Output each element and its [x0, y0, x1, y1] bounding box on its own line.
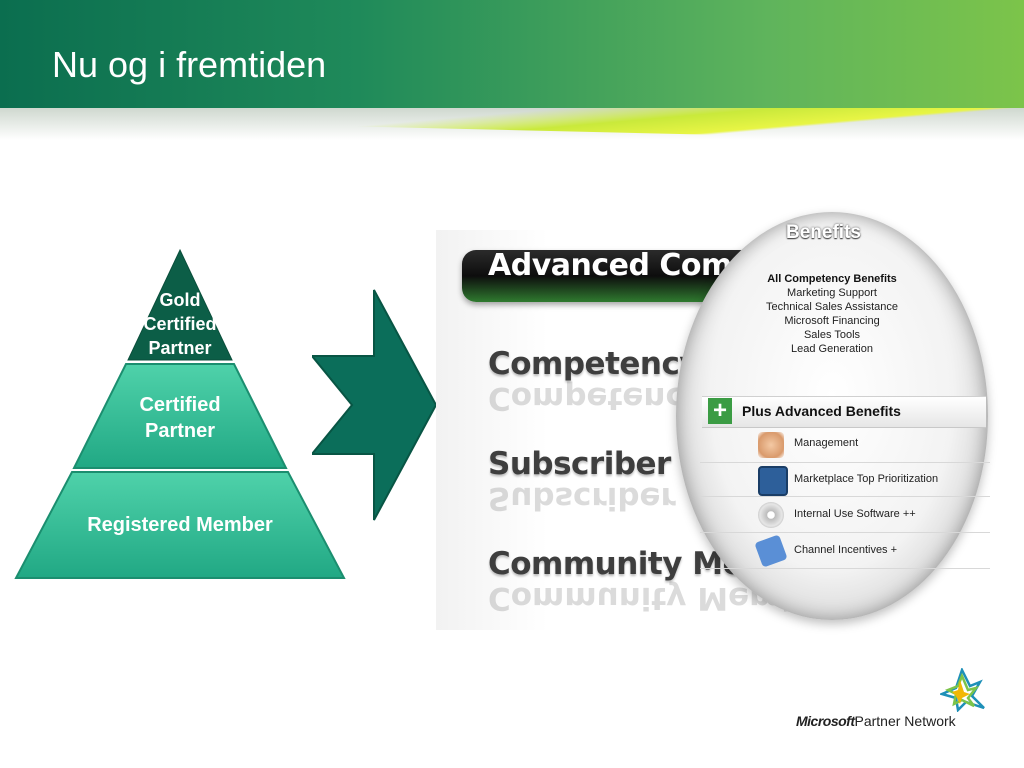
partner-pyramid: [14, 248, 346, 579]
monitor-icon: [758, 466, 788, 496]
brand-microsoft: Microsoft: [796, 713, 855, 729]
advanced-benefit-label: Management: [794, 437, 859, 449]
benefit-item: Marketing Support: [787, 287, 877, 299]
pyramid-bottom-label: Registered Member: [87, 514, 273, 536]
benefit-item: Microsoft Financing: [784, 315, 880, 327]
brand-partner-network: Partner Network: [854, 713, 956, 729]
slide-title: Nu og i fremtiden: [52, 44, 327, 85]
advanced-benefit-row: [700, 428, 990, 463]
subscriber-reflection: Subscriber: [488, 480, 676, 516]
pyramid-bottom-tier: [14, 471, 346, 579]
all-competency-benefits: All Competency Benefits Marketing Suppor…: [752, 272, 912, 356]
benefits-title: Benefits: [786, 222, 861, 243]
pyramid-top-label: Gold Certified Partner: [143, 290, 217, 358]
plus-icon: +: [708, 398, 732, 424]
advanced-benefit-label: Internal Use Software ++: [794, 508, 916, 520]
benefit-item: Sales Tools: [803, 329, 861, 341]
pyramid-middle-tier: [72, 363, 288, 469]
partner-network-logo-icon: [940, 668, 985, 712]
pyramid-middle-label: Certified Partner: [139, 394, 221, 442]
competency-reflection: Competency: [488, 380, 705, 416]
all-benefits-header: All Competency Benefits: [767, 273, 897, 285]
competency-label: Competency: [488, 346, 700, 382]
advanced-benefit-row: [700, 498, 990, 533]
plus-advanced-row: [702, 396, 986, 428]
pyramid-top-tier: [127, 248, 233, 361]
plus-advanced-label: Plus Advanced Benefits: [742, 403, 901, 419]
advanced-benefit-row: [700, 534, 990, 569]
subscriber-label: Subscriber: [488, 446, 671, 482]
handshake-icon: [758, 432, 784, 458]
title-bar: [0, 0, 1024, 108]
benefit-item: Technical Sales Assistance: [765, 301, 899, 313]
microsoft-partner-network-brand: MicrosoftPartner Network: [796, 713, 956, 729]
advanced-benefit-row: [700, 462, 990, 497]
advanced-benefit-label: Marketplace Top Prioritization: [794, 473, 939, 485]
advanced-benefit-label: Channel Incentives +: [794, 544, 898, 556]
benefit-item: Lead Generation: [791, 343, 873, 355]
disc-icon: [758, 502, 784, 528]
transition-arrow: [312, 289, 438, 521]
